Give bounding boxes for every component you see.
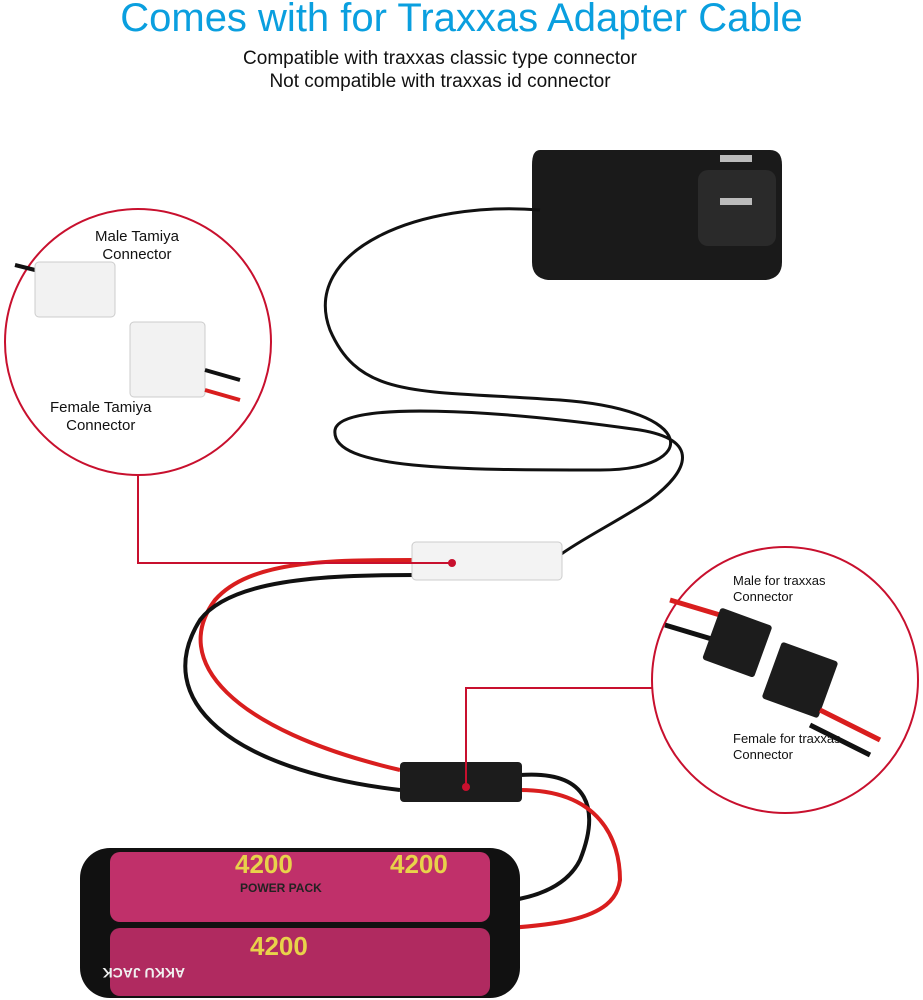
label-line: Connector — [66, 417, 136, 434]
label-line: Female Tamiya — [50, 399, 152, 416]
battery-capacity-label: 4200 — [250, 931, 308, 961]
label-line: Connector — [733, 589, 793, 604]
tamiya-callout-line — [137, 475, 452, 564]
subtitle-not-compatible: Not compatible with traxxas id connector — [269, 71, 611, 92]
female-traxxas-label: Female for traxxas Connector — [733, 731, 841, 763]
label-line: Female for traxxas — [733, 731, 841, 746]
traxxas-callout-line — [465, 687, 652, 787]
label-line: Male for traxxas — [733, 573, 826, 588]
tamiya-connector — [411, 541, 563, 581]
battery-brand-label: POWER PACK — [240, 881, 322, 895]
label-line: Connector — [733, 747, 793, 762]
battery-capacity-label: 4200 — [390, 849, 448, 879]
label-line: Male Tamiya — [95, 228, 179, 245]
tamiya-inset-connectors — [14, 261, 241, 402]
subtitle-compatible: Compatible with traxxas classic type con… — [243, 48, 637, 69]
battery-capacity-label: 4200 — [235, 849, 293, 879]
traxxas-connector — [400, 762, 522, 802]
female-tamiya-label: Female Tamiya Connector — [50, 399, 151, 435]
page-title: Comes with for Traxxas Adapter Cable — [120, 0, 803, 40]
battery-maker-label: AKKU JACK — [103, 965, 185, 981]
traxxas-inset-connectors — [664, 597, 882, 758]
battery-pack: 4200 4200 POWER PACK 4200 AKKU JACK — [80, 848, 520, 998]
male-tamiya-label: Male Tamiya Connector — [95, 228, 179, 264]
label-line: Connector — [102, 246, 172, 263]
male-traxxas-label: Male for traxxas Connector — [733, 573, 825, 605]
wall-charger — [532, 150, 782, 280]
